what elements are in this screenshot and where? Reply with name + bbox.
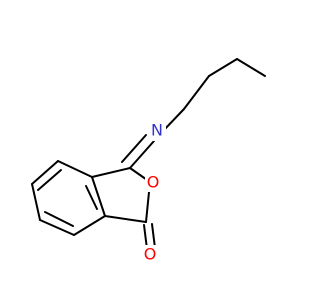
ring-oxygen-atom-label: O [147, 173, 160, 192]
chain-bond-c4-n [163, 108, 185, 131]
molecule-diagram: N O O [31, 58, 266, 265]
benzene-bond-3 [31, 183, 41, 221]
ring-fused-bond [91, 176, 106, 217]
ring-bond-c3-c3a [91, 167, 131, 178]
ring-o-label-background [145, 172, 163, 192]
benzene-inner-double-2 [44, 211, 74, 227]
benzene-inner-double-1 [37, 169, 62, 191]
carbonyl-oxygen-atom-label: O [144, 245, 157, 264]
ring-bond-c1-c7a [104, 215, 147, 223]
benzene-bond-1 [57, 160, 93, 178]
benzene-bond-4 [39, 219, 75, 236]
chain-bond-c1-c2 [236, 58, 266, 77]
imine-double-bond-2 [129, 140, 155, 169]
benzene-inner-double-3 [85, 185, 98, 210]
carbonyl-o-label-background [141, 245, 159, 265]
chemical-structure-canvas: N O O [31, 58, 266, 265]
chain-bond-c3-c4 [183, 75, 210, 110]
nitrogen-atom-label: N [151, 121, 163, 140]
benzene-bond-5 [73, 215, 106, 236]
benzene-bond-2 [31, 160, 59, 185]
imine-double-bond-1 [121, 134, 147, 163]
n-label-background [149, 121, 166, 141]
chain-bond-c2-c3 [208, 58, 238, 77]
